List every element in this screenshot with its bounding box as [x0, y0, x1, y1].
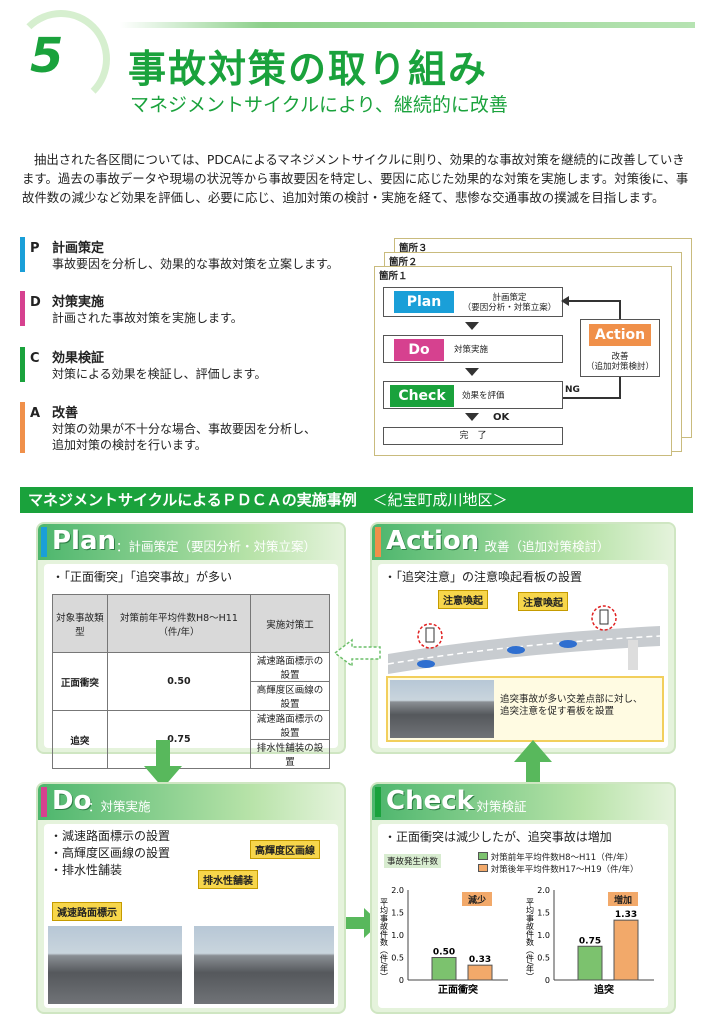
y-tick-label: 2.0 — [391, 886, 404, 895]
bar-value-label: 0.33 — [469, 955, 491, 965]
arrow-down-icon — [465, 322, 479, 330]
action-bullet: ・「追突注意」の注意喚起看板の設置 — [384, 570, 583, 584]
dashed-arrow-icon — [333, 638, 381, 668]
arrow-down-icon — [465, 413, 479, 421]
arrow-down-icon — [144, 740, 182, 788]
arrow-left-icon — [561, 296, 569, 306]
action-heading: Action — [386, 526, 480, 556]
ng-label: NG — [565, 385, 580, 395]
y-tick-label: 0.5 — [391, 954, 404, 963]
plan-heading: Plan — [52, 526, 117, 556]
number-ring — [12, 10, 110, 108]
y-tick-label: 0 — [545, 976, 550, 985]
y-tick-label: 1.5 — [537, 909, 550, 918]
check-panel: Check ：対策検証 ・正面衝突は減少したが、追突事故は増加 事故発生件数 対… — [370, 782, 676, 1014]
bar-value-label: 0.50 — [433, 948, 455, 958]
car-icon — [507, 646, 525, 654]
y-tick-label: 1.0 — [537, 931, 550, 940]
y-tick-label: 0 — [399, 976, 404, 985]
header-rule — [120, 22, 695, 28]
do-bullets: ・減速路面標示の設置・高輝度区画線の設置・排水性舗装 — [50, 829, 171, 877]
action-panel: Action ：改善（追加対策検討） ・「追突注意」の注意喚起看板の設置 注意喚… — [370, 522, 676, 754]
plan-box: Plan 計画策定（要因分析・対策立案） — [383, 287, 563, 317]
bar — [467, 964, 493, 981]
action-label: ：改善（追加対策検討） — [472, 539, 610, 554]
example-banner: マネジメントサイクルによるＰＤＣＡの実施事例 ＜紀宝町成川地区＞ — [20, 487, 693, 513]
arrow-down-icon — [465, 368, 479, 376]
check-box: Check 効果を評価 — [383, 381, 563, 409]
category-label: 追突 — [594, 983, 614, 996]
y-tick-label: 0.5 — [537, 954, 550, 963]
y-axis-label: 平均事故件数（件/年） — [380, 898, 389, 981]
bar — [577, 945, 603, 981]
do-panel: Do ：対策実施 ・減速路面標示の設置・高輝度区画線の設置・排水性舗装 減速路面… — [36, 782, 346, 1014]
action-caption: 追突事故が多い交差点部に対し、追突注意を促す看板を設置 — [500, 694, 643, 717]
check-label: ：対策検証 — [464, 799, 527, 814]
bar — [613, 919, 639, 981]
warning-tag: 注意喚起 — [438, 590, 488, 609]
action-photo — [390, 680, 494, 738]
action-photo-box: 追突事故が多い交差点部に対し、追突注意を促す看板を設置 — [386, 676, 664, 742]
plan-panel: Plan ：計画策定（要因分析・対策立案） ・「正面衝突」「追突事故」が多い 対… — [36, 522, 346, 769]
trend-note-box — [462, 892, 492, 906]
drainage-pavement-tag: 排水性舗装 — [198, 870, 258, 889]
plan-label: ：計画策定（要因分析・対策立案） — [116, 539, 317, 554]
intro-paragraph: 抽出された各区間については、PDCAによるマネジメントサイクルに則り、効果的な事… — [22, 152, 689, 205]
plan-marker — [41, 527, 47, 557]
do-photo-2 — [194, 926, 334, 1004]
bar-value-label: 0.75 — [579, 936, 601, 946]
road-marking-tag: 減速路面標示 — [52, 902, 122, 921]
trend-note-box — [608, 892, 638, 906]
section-number: 5 — [30, 28, 64, 84]
warning-tag: 注意喚起 — [518, 592, 568, 611]
trend-note: 減少 — [468, 894, 486, 906]
loop-line-v — [619, 300, 621, 319]
lane-line-tag: 高輝度区画線 — [250, 840, 320, 859]
arrow-up-icon — [514, 740, 552, 788]
action-marker — [375, 527, 381, 557]
y-tick-label: 1.0 — [391, 931, 404, 940]
bar-value-label: 1.33 — [615, 910, 637, 920]
ng-line-v — [619, 375, 621, 399]
category-label: 正面衝突 — [438, 983, 478, 996]
done-box: 完 了 — [383, 427, 563, 445]
ng-line — [563, 397, 619, 399]
page-subtitle: マネジメントサイクルにより、継続的に改善 — [130, 94, 508, 116]
action-box: Action 改善（追加対策検討） — [580, 319, 660, 377]
y-tick-label: 1.5 — [391, 909, 404, 918]
ok-label: OK — [493, 412, 510, 423]
do-marker — [41, 787, 47, 817]
y-tick-label: 2.0 — [537, 886, 550, 895]
car-icon — [559, 640, 577, 648]
check-bullet: ・正面衝突は減少したが、追突事故は増加 — [384, 830, 612, 844]
road-map-illustration — [388, 605, 660, 674]
do-label: ：対策実施 — [88, 799, 151, 814]
bar — [431, 957, 457, 981]
sheet-1: 箇所１ Plan 計画策定（要因分析・対策立案） Do 対策実施 Check 効… — [374, 266, 672, 456]
check-marker — [375, 787, 381, 817]
accident-count-badge: 事故発生件数 — [384, 854, 442, 868]
chart-legend: 対策前年平均件数H8～H11（件/年） 対策後年平均件数H17～H19（件/年） — [478, 852, 638, 876]
car-icon — [417, 660, 435, 668]
do-heading: Do — [52, 786, 92, 816]
check-heading: Check — [386, 786, 474, 816]
accident-bar-charts: 2.01.51.00.50平均事故件数（件/年）0.500.33正面衝突減少2.… — [380, 886, 654, 996]
do-photo-1 — [48, 926, 182, 1004]
plan-bullet: ・「正面衝突」「追突事故」が多い — [52, 570, 233, 584]
loop-line-h — [563, 300, 621, 302]
y-axis-label: 平均事故件数（件/年） — [526, 898, 535, 981]
do-box: Do 対策実施 — [383, 335, 563, 363]
page-title: 事故対策の取り組み — [128, 47, 489, 91]
trend-note: 増加 — [614, 894, 632, 906]
